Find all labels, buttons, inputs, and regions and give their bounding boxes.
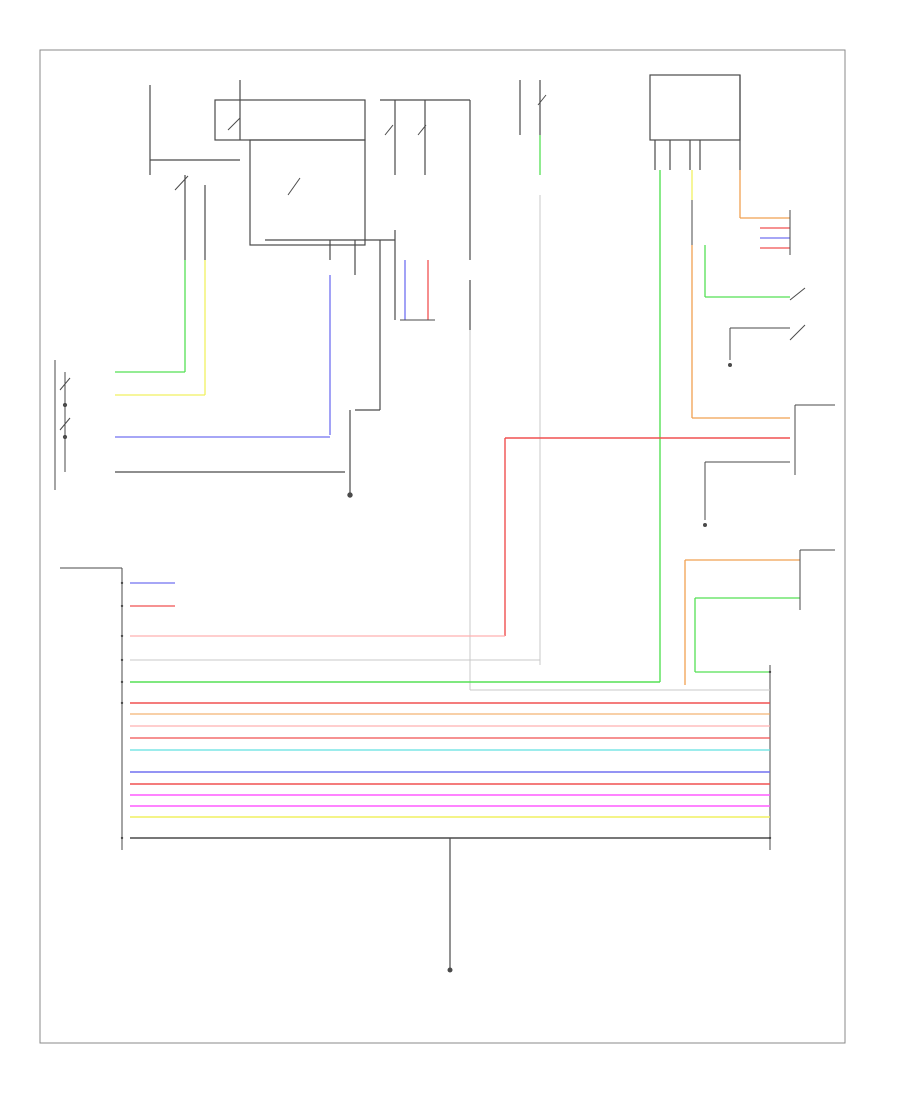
relay-block-right [519,74,741,170]
bcm-module-left [60,567,123,850]
ground-symbol-mid [347,492,353,498]
diagram-frame [39,49,846,1044]
switch-symbols [59,94,806,431]
connector-markers [120,581,772,840]
fuse-block-top-left [149,80,471,495]
ground-bottom [447,967,453,973]
turn-signal-switch-left [54,360,68,490]
